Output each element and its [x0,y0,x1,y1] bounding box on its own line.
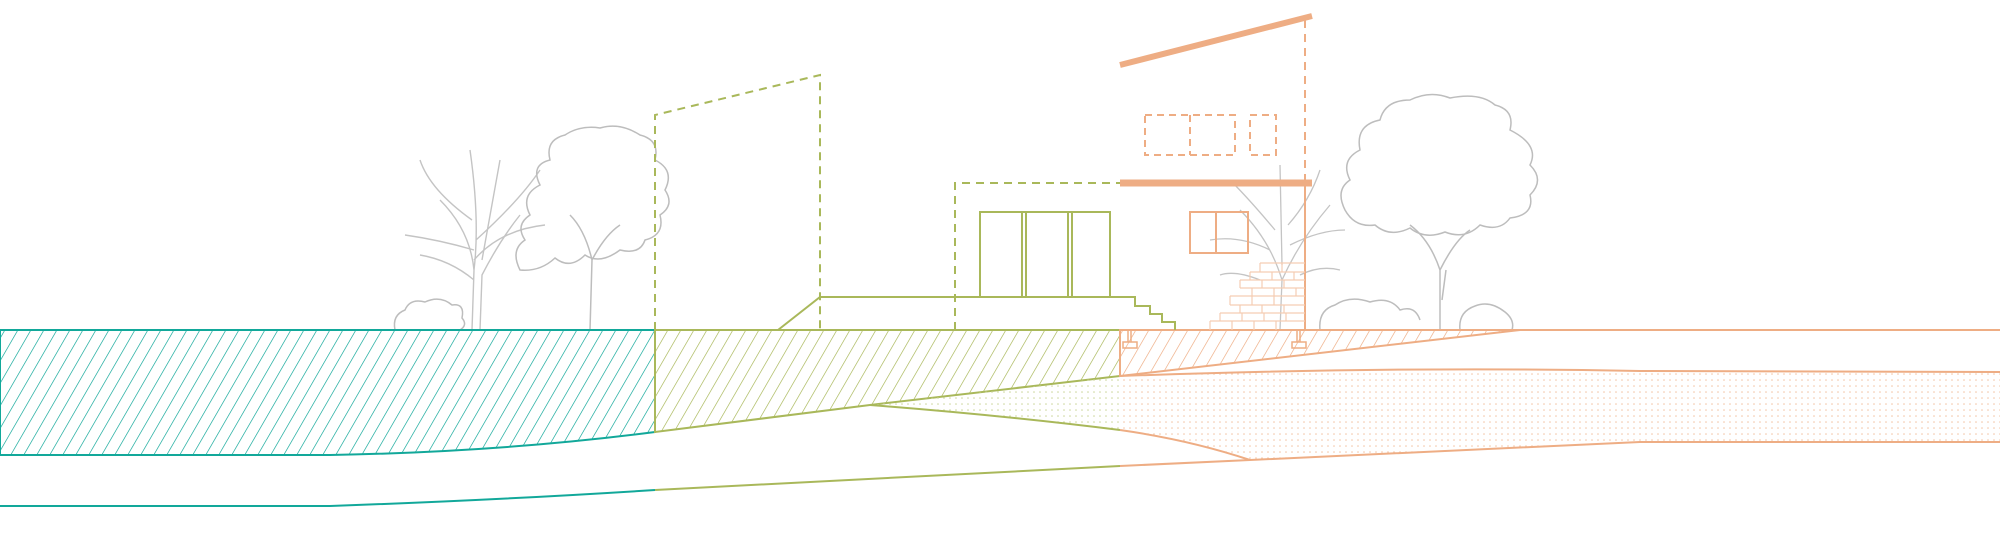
terrace-and-doors [777,211,1176,331]
existing-ground-hatch [0,329,656,456]
proposed-volume-outline [654,73,1120,330]
substrate-dotted-orange [1120,369,2000,460]
tree-center-bare [1209,164,1346,331]
roof-slanted [1119,13,1313,68]
glass-door [979,211,1111,298]
substrate-dotted-green [870,376,1120,430]
tree-left-canopy [393,125,670,331]
lower-line-orange [1119,459,1251,467]
tree-right [1319,93,1539,331]
substrate-bottom-green [869,404,1121,431]
footings [1122,331,1307,349]
lower-line-green [654,465,1121,491]
tree-left [404,149,546,331]
brick-wall [1209,262,1305,330]
upper-windows-dashed [1144,114,1277,156]
lower-line-teal [0,489,656,507]
window [1189,211,1249,254]
substrate-top-line [1119,368,2000,377]
